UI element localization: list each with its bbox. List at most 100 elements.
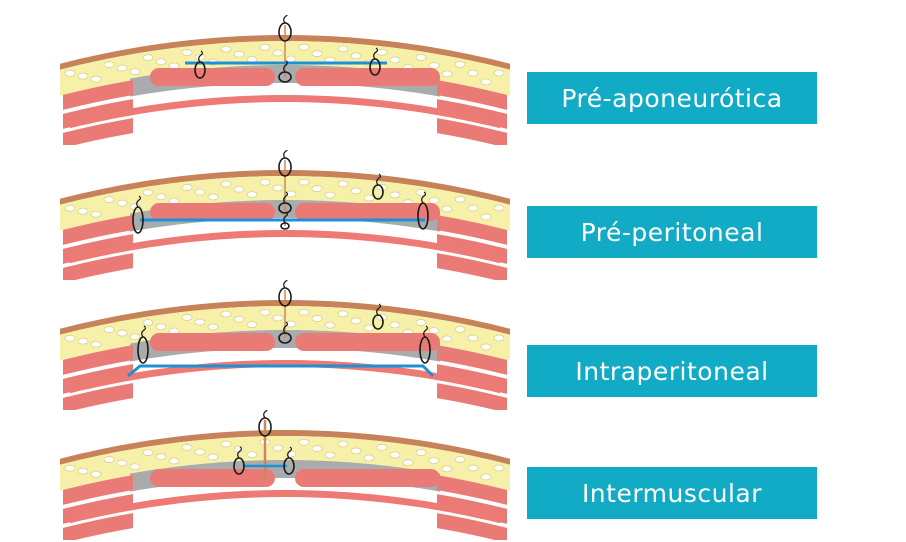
rectus-muscle-right bbox=[295, 333, 440, 351]
suture-skin bbox=[278, 15, 292, 42]
fat-lobule bbox=[376, 48, 388, 56]
suture-knot-icon bbox=[421, 191, 427, 204]
fat-lobule bbox=[103, 61, 115, 68]
fat-lobule bbox=[77, 467, 89, 475]
rectus-muscle-right bbox=[295, 203, 440, 221]
lateral-muscle-left bbox=[63, 215, 133, 245]
fat-lobule bbox=[90, 340, 102, 348]
fat-lobule bbox=[155, 193, 167, 201]
fat-lobule bbox=[337, 310, 349, 318]
fat-lobule bbox=[493, 334, 505, 342]
fat-lobule bbox=[259, 308, 271, 316]
suture-mesh-left bbox=[137, 325, 149, 364]
fat-lobule bbox=[194, 53, 206, 61]
fat-lobule bbox=[142, 54, 154, 62]
suture-fat bbox=[372, 303, 384, 330]
lateral-muscle-right bbox=[437, 513, 507, 540]
fat-lobule bbox=[441, 70, 453, 78]
suture-skin bbox=[258, 410, 272, 437]
fat-lobule bbox=[155, 323, 167, 331]
fat-lobule bbox=[428, 457, 440, 464]
suture-mesh-right bbox=[417, 191, 429, 230]
fat-lobule bbox=[311, 445, 323, 452]
suture-knot-icon bbox=[283, 211, 289, 224]
fat-lobule bbox=[155, 453, 167, 461]
lateral-muscle-right bbox=[437, 345, 507, 375]
skin-layer bbox=[60, 35, 510, 70]
fat-lobule bbox=[64, 204, 76, 212]
suture-knot-icon bbox=[141, 325, 147, 338]
suture-knot-icon bbox=[373, 47, 379, 60]
fat-lobule bbox=[389, 451, 401, 459]
panel-pre-aponeurotica: Pré-aponeurótica bbox=[0, 0, 906, 150]
fat-lobule bbox=[116, 64, 128, 72]
fat-lobule bbox=[181, 184, 193, 191]
suture-knot-icon bbox=[376, 303, 382, 316]
peritoneum-layer bbox=[70, 230, 500, 264]
suture-knot-icon bbox=[263, 410, 268, 419]
fat-lobule bbox=[181, 314, 193, 321]
fat-lobule bbox=[324, 451, 336, 459]
fat-lobule bbox=[168, 457, 180, 465]
fat-lobule bbox=[311, 185, 323, 192]
fat-lobule bbox=[181, 49, 193, 56]
suture-mesh-right bbox=[419, 325, 431, 364]
lateral-muscle-right bbox=[437, 118, 507, 145]
fat-lobule bbox=[103, 456, 115, 463]
fat-layer bbox=[60, 176, 510, 231]
suture-fascia bbox=[278, 60, 292, 83]
suture-knot-icon bbox=[237, 446, 243, 459]
fat-lobule bbox=[467, 204, 479, 212]
diagram-intermuscular bbox=[60, 410, 510, 540]
fat-layer bbox=[60, 41, 510, 96]
fat-lobule bbox=[155, 58, 167, 66]
suture-skin bbox=[278, 280, 292, 307]
fat-lobule bbox=[194, 188, 206, 196]
fat-lobule bbox=[77, 207, 89, 215]
fat-lobule bbox=[129, 68, 141, 76]
rectus-muscle-left bbox=[150, 203, 275, 221]
fat-lobule bbox=[402, 459, 414, 466]
suture-knot-icon bbox=[136, 195, 142, 208]
suture-knot-icon bbox=[283, 280, 288, 289]
fat-lobule bbox=[493, 69, 505, 77]
fat-lobule bbox=[116, 459, 128, 467]
fat-lobule bbox=[389, 191, 401, 199]
fat-lobule bbox=[298, 43, 310, 51]
label-pre-aponeurotica: Pré-aponeurótica bbox=[527, 72, 817, 124]
suture-knot-icon bbox=[283, 191, 289, 204]
rectus-muscle-left bbox=[150, 469, 275, 487]
skin-layer bbox=[60, 430, 510, 465]
fat-lobule bbox=[259, 43, 271, 51]
fat-lobule bbox=[480, 213, 492, 221]
suture-fascia bbox=[278, 191, 292, 214]
fat-lobule bbox=[415, 449, 427, 456]
fat-lobule bbox=[90, 210, 102, 218]
fat-lobule bbox=[363, 454, 375, 462]
fat-lobule bbox=[350, 52, 362, 60]
fat-lobule bbox=[64, 334, 76, 342]
lateral-muscle-left bbox=[63, 513, 133, 540]
fat-lobule bbox=[116, 329, 128, 337]
fat-lobule bbox=[467, 69, 479, 77]
fat-lobule bbox=[376, 443, 388, 451]
fat-lobule bbox=[454, 60, 466, 68]
fat-lobule bbox=[142, 319, 154, 327]
fat-lobule bbox=[246, 191, 258, 199]
fat-lobule bbox=[207, 193, 219, 201]
fat-lobule bbox=[311, 315, 323, 322]
lateral-muscle-left bbox=[63, 345, 133, 375]
fat-lobule bbox=[324, 191, 336, 199]
fat-lobule bbox=[116, 199, 128, 207]
rectus-muscle-left bbox=[150, 333, 275, 351]
suture-mesh-left bbox=[194, 50, 206, 79]
suture-knot-icon bbox=[423, 325, 429, 338]
fat-lobule bbox=[480, 473, 492, 481]
fat-lobule bbox=[363, 324, 375, 332]
suture-mesh-right bbox=[283, 446, 295, 475]
suture-knot-icon bbox=[283, 60, 289, 73]
lateral-muscle-left bbox=[63, 80, 133, 110]
fat-lobule bbox=[259, 178, 271, 186]
diagram-pre-aponeurotica bbox=[60, 15, 510, 145]
fat-lobule bbox=[272, 444, 284, 452]
